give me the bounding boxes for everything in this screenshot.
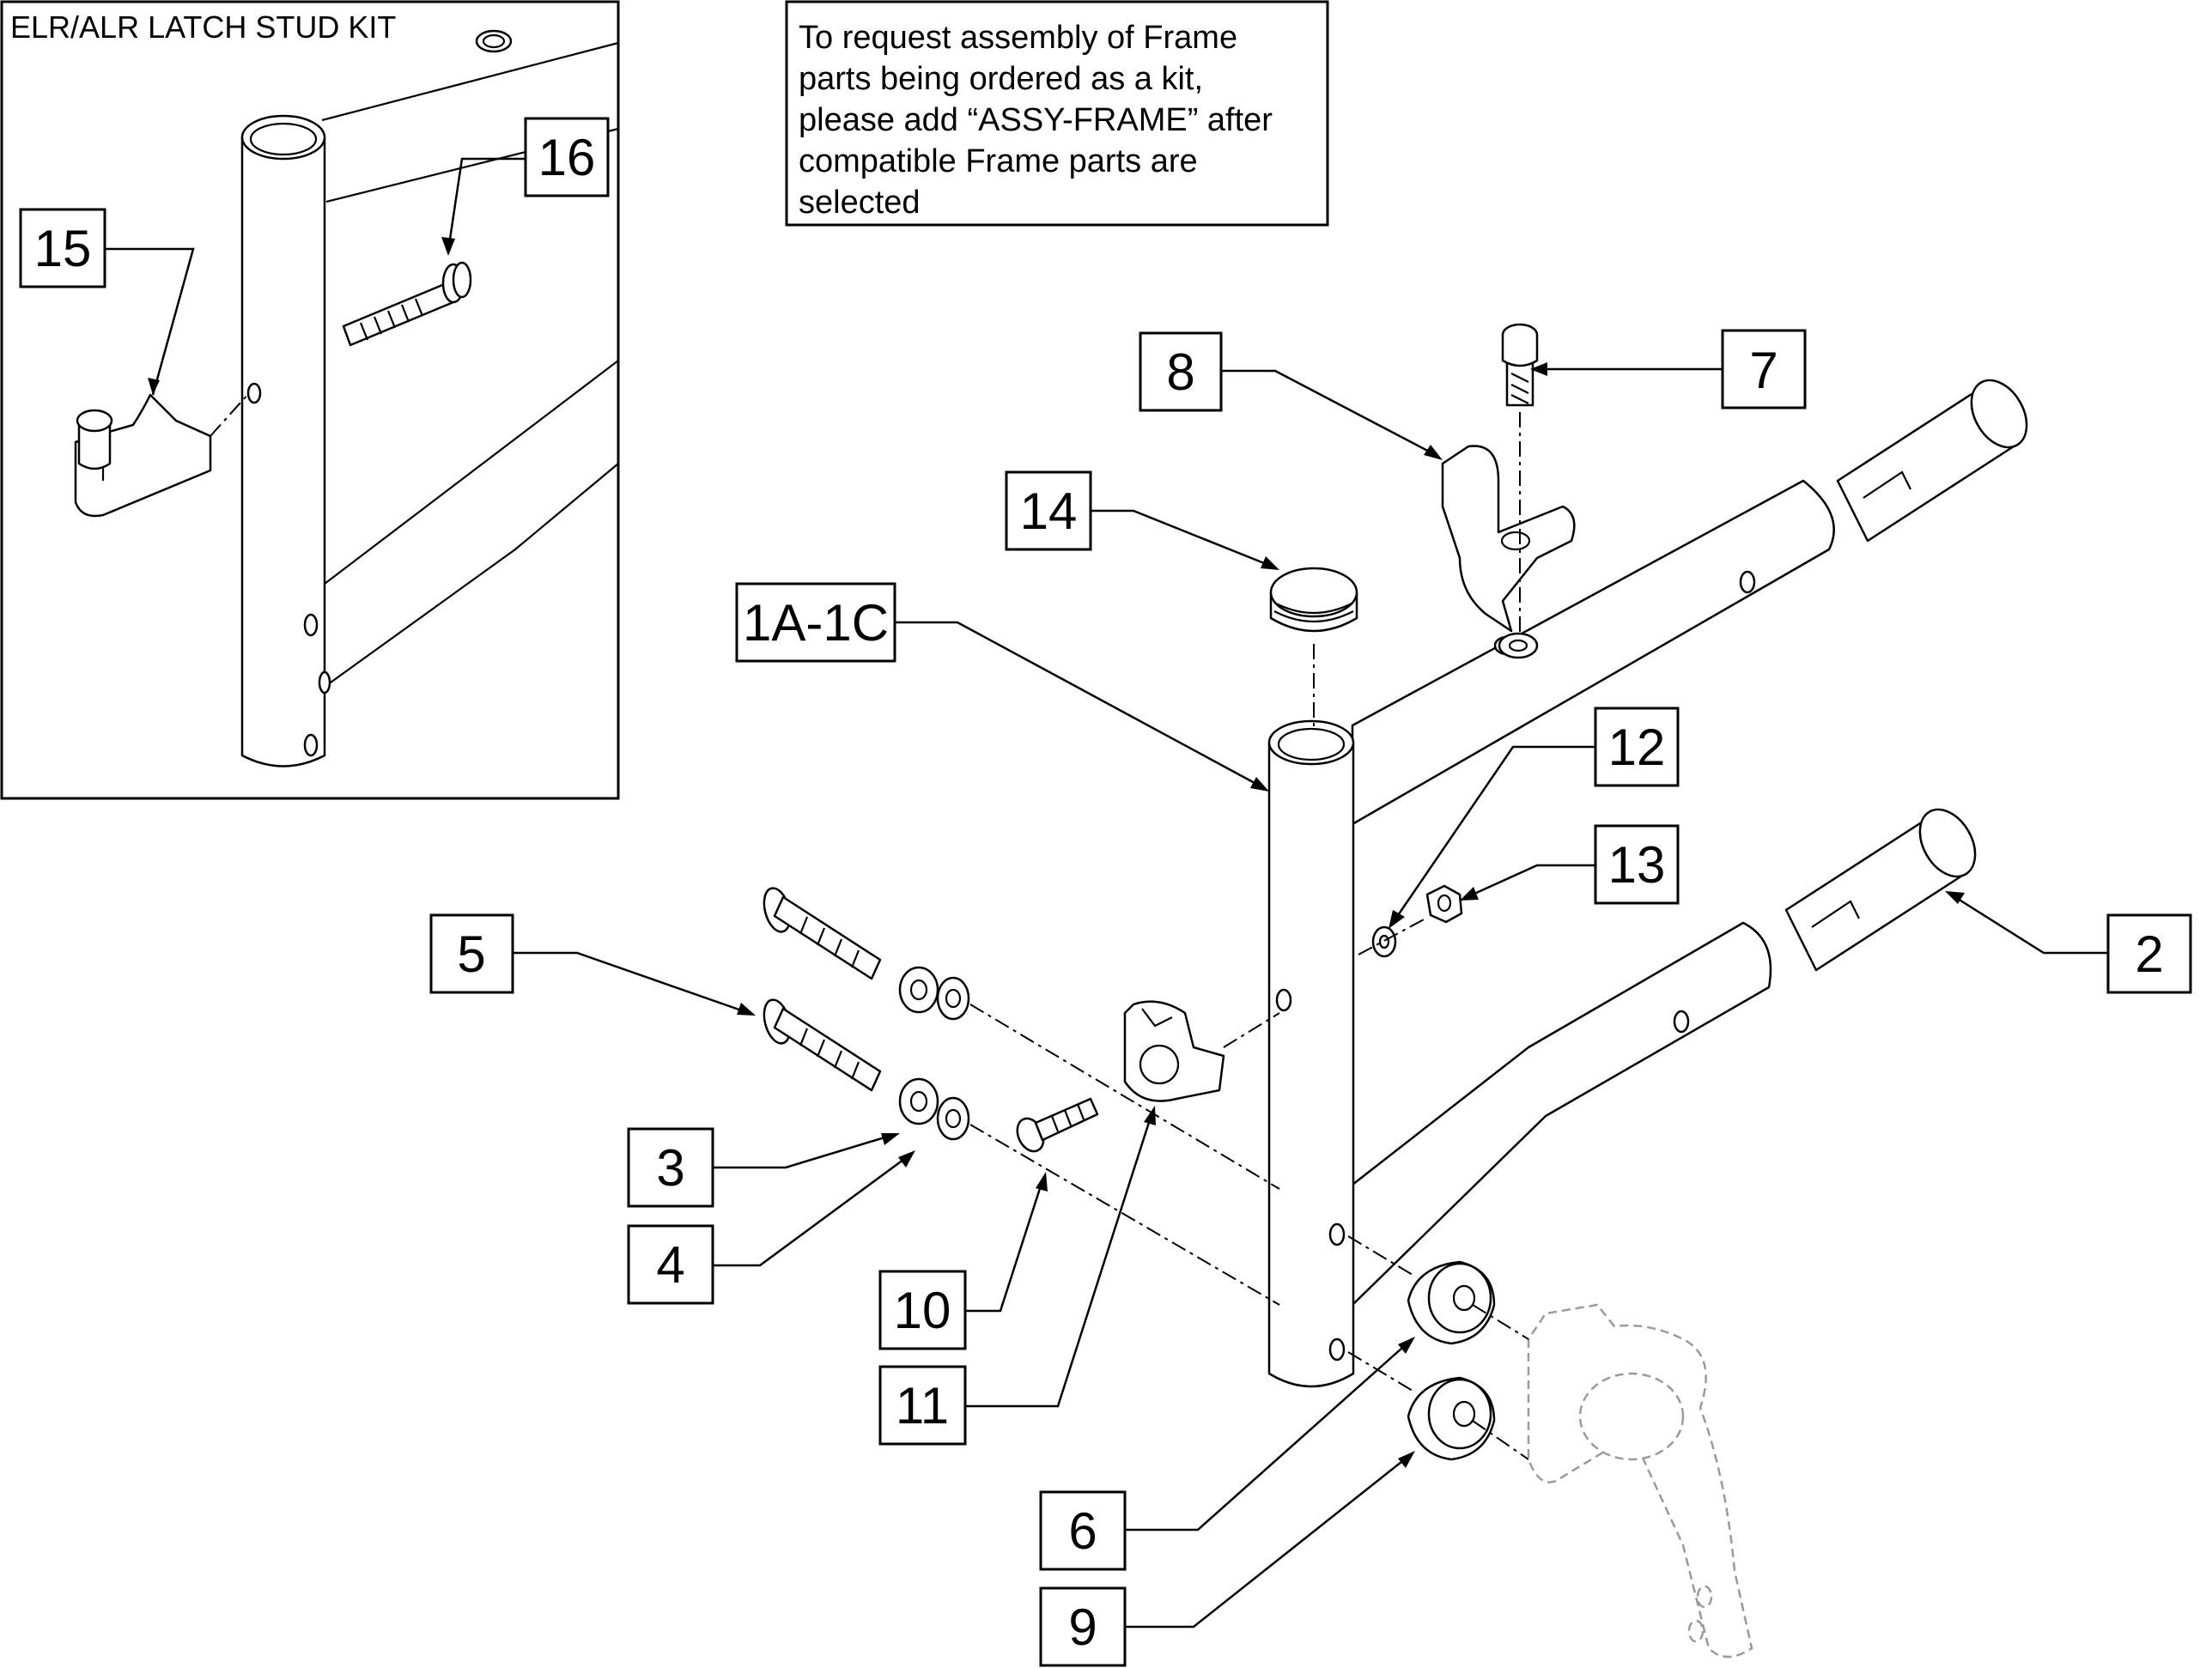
note-border xyxy=(785,0,1329,227)
svg-text:12: 12 xyxy=(1608,719,1666,776)
inset-title: ELR/ALR LATCH STUD KIT xyxy=(10,9,396,45)
callout-8: 8 xyxy=(1139,331,1443,460)
callout-15: 15 xyxy=(19,208,195,396)
callout-12: 12 xyxy=(1389,707,1680,929)
callout-11: 11 xyxy=(878,1106,1156,1446)
rail-clamp-screw xyxy=(1501,323,1539,634)
note-line-2: parts being ordered as a kit, xyxy=(799,61,1203,97)
upper-rail-cap xyxy=(1836,379,2028,543)
ghost-caster-bracket xyxy=(1527,1303,1753,1659)
lower-rail-cap xyxy=(1784,808,1977,972)
hex-nut xyxy=(1425,884,1463,924)
svg-text:9: 9 xyxy=(1068,1598,1097,1656)
svg-text:3: 3 xyxy=(656,1139,684,1197)
lower-bumper xyxy=(1347,1351,1529,1461)
note-line-5: selected xyxy=(799,185,921,221)
svg-text:1A-1C: 1A-1C xyxy=(743,594,889,652)
svg-text:11: 11 xyxy=(896,1377,949,1434)
callout-16: 16 xyxy=(441,117,610,256)
callout-1a-1c: 1A-1C xyxy=(735,582,1269,792)
nut-axis xyxy=(1358,918,1426,955)
svg-text:5: 5 xyxy=(457,925,485,983)
upper-washer-pair xyxy=(898,966,970,1021)
rail-washer xyxy=(1498,632,1539,659)
upper-bumper xyxy=(1347,1235,1529,1345)
main-vertical-tube xyxy=(1267,719,1355,1388)
svg-text:15: 15 xyxy=(34,220,92,277)
upper-long-bolt xyxy=(763,887,882,980)
svg-text:14: 14 xyxy=(1020,482,1078,540)
svg-text:4: 4 xyxy=(656,1236,684,1294)
note-line-4: compatible Frame parts are xyxy=(799,143,1198,179)
callout-2: 2 xyxy=(1945,891,2192,994)
callout-5: 5 xyxy=(429,913,756,1016)
svg-text:16: 16 xyxy=(538,129,596,186)
note-line-1: To request assembly of Frame xyxy=(799,20,1237,56)
rail-clamp xyxy=(1441,445,1576,633)
callout-3: 3 xyxy=(627,1127,900,1208)
lower-long-bolt xyxy=(763,998,882,1092)
lower-washer-pair xyxy=(898,1077,970,1141)
lower-frame-rail xyxy=(1351,921,1772,1307)
callout-7: 7 xyxy=(1530,329,1807,409)
tube-end-cap xyxy=(1269,567,1358,730)
flat-head-screw xyxy=(1016,1097,1099,1153)
svg-text:7: 7 xyxy=(1749,342,1778,399)
callout-14: 14 xyxy=(1005,470,1279,570)
svg-text:2: 2 xyxy=(2135,925,2163,983)
callout-9: 9 xyxy=(1039,1451,1415,1667)
inset-latch xyxy=(74,392,250,518)
svg-text:10: 10 xyxy=(894,1282,951,1339)
svg-text:8: 8 xyxy=(1166,343,1194,401)
assembly-note: To request assembly of Frame parts being… xyxy=(785,0,1329,227)
callout-4: 4 xyxy=(627,1150,915,1305)
note-line-3: please add “ASSY-FRAME” after xyxy=(799,102,1273,138)
inset-latch-stud-bolt xyxy=(342,261,472,347)
callout-13: 13 xyxy=(1460,824,1680,905)
lower-bolt-axis xyxy=(969,1124,1280,1306)
svg-text:6: 6 xyxy=(1068,1502,1097,1560)
upper-bolt-axis xyxy=(969,1004,1280,1190)
svg-text:13: 13 xyxy=(1608,836,1666,894)
inset-panel: ELR/ALR LATCH STUD KIT xyxy=(0,0,620,800)
small-washer xyxy=(1371,925,1397,958)
upper-frame-rail xyxy=(1351,479,1835,826)
callout-10: 10 xyxy=(878,1172,1048,1350)
latch-bracket xyxy=(1123,1000,1280,1102)
inset-vertical-tube xyxy=(240,114,331,767)
callout-6: 6 xyxy=(1039,1337,1415,1571)
